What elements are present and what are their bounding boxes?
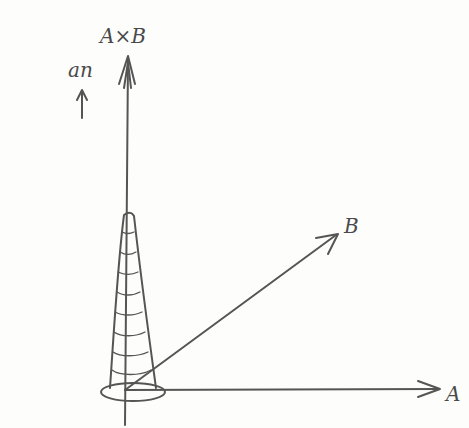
vector-label: B [344, 216, 359, 236]
unit-normal-label: an [68, 60, 93, 80]
vector-label: A [446, 384, 460, 404]
vector-label: A×B [100, 26, 146, 46]
